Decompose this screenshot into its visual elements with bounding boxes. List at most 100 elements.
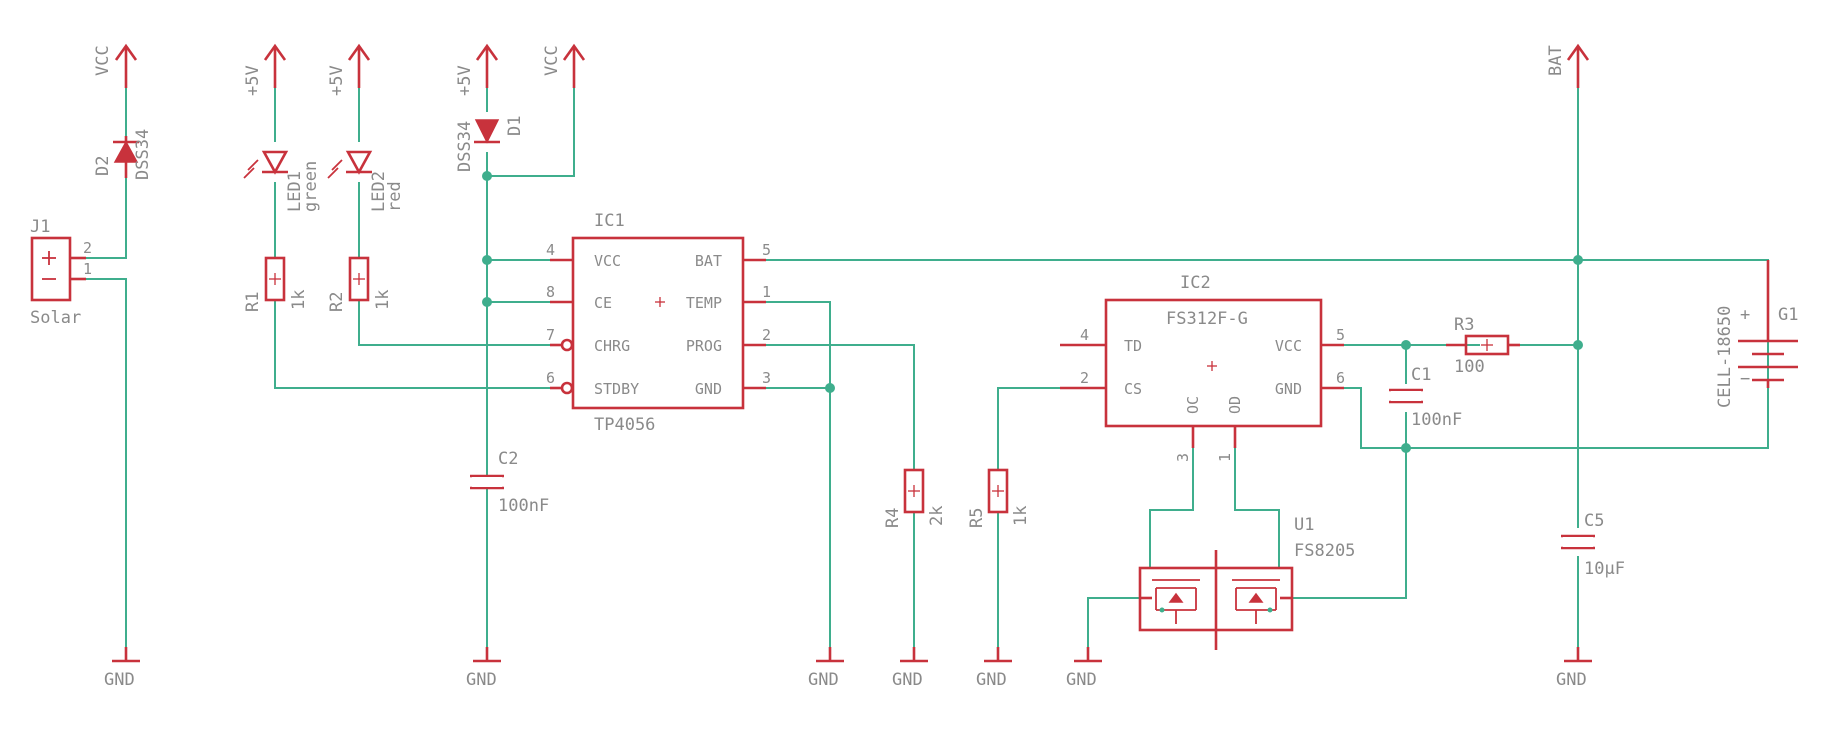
svg-text:2: 2 [762,326,771,344]
svg-text:LED1: LED1 [285,171,305,212]
gnd-symbol-5: GND [976,645,1014,690]
svg-text:8: 8 [546,283,555,301]
svg-text:6: 6 [1336,369,1345,387]
svg-text:R2: R2 [327,292,347,312]
svg-text:100: 100 [1454,357,1485,377]
svg-text:CE: CE [594,294,612,312]
svg-text:GND: GND [1275,380,1302,398]
ic-ic2: 4 2 TD CS 5 6 VCC GND 3 1 OC OD IC2 FS31… [1060,273,1345,462]
svg-text:OD: OD [1226,396,1244,414]
svg-text:5: 5 [762,241,771,259]
resistor-r4: R4 2k [883,468,947,528]
wires [86,88,1769,647]
svg-text:100nF: 100nF [498,496,549,516]
svg-text:GND: GND [1556,670,1587,690]
svg-text:VCC: VCC [1275,337,1302,355]
svg-text:1: 1 [1216,453,1234,462]
svg-text:+5V: +5V [243,65,263,96]
svg-text:4: 4 [546,241,555,259]
svg-text:1k: 1k [1011,506,1031,526]
svg-text:C5: C5 [1584,511,1604,531]
svg-text:PROG: PROG [686,337,722,355]
svg-text:6: 6 [546,369,555,387]
gnd-symbol-7: GND [1556,645,1594,690]
gnd-symbol-1: GND [104,645,142,690]
vcc-symbol-solar: VCC [93,44,138,90]
svg-text:1: 1 [83,260,92,278]
svg-text:VCC: VCC [542,45,562,76]
capacitor-c2: C2 100nF [470,449,549,516]
resistor-r2: R2 1k [327,256,393,312]
resistor-r3: R3 100 [1446,315,1520,377]
resistor-r1: R1 1k [243,256,309,312]
svg-text:Solar: Solar [30,308,81,328]
svg-text:100nF: 100nF [1411,410,1462,430]
svg-text:2: 2 [1080,369,1089,387]
svg-text:7: 7 [546,326,555,344]
svg-text:green: green [301,161,321,212]
svg-text:red: red [385,181,405,212]
svg-text:CS: CS [1124,380,1142,398]
svg-text:−: − [1740,369,1750,389]
svg-text:5: 5 [1336,326,1345,344]
svg-text:BAT: BAT [1546,45,1566,76]
svg-text:C1: C1 [1411,365,1431,385]
svg-text:1k: 1k [373,290,393,310]
svg-text:4: 4 [1080,326,1089,344]
resistor-r5: R5 1k [967,468,1031,528]
svg-text:U1: U1 [1294,515,1314,535]
svg-text:2: 2 [83,239,92,257]
svg-text:VCC: VCC [594,252,621,270]
svg-text:GND: GND [1066,670,1097,690]
capacitor-c1: C1 100nF [1389,365,1462,430]
svg-text:GND: GND [695,380,722,398]
svg-text:STDBY: STDBY [594,380,639,398]
svg-text:10µF: 10µF [1584,559,1625,579]
svg-text:GND: GND [104,670,135,690]
svg-text:R4: R4 [883,508,903,528]
p5v-symbol-led2: +5V [327,44,371,96]
vcc-symbol-ic: VCC [542,44,586,90]
gnd-symbol-4: GND [892,645,930,690]
svg-text:C2: C2 [498,449,518,469]
svg-text:CHRG: CHRG [594,337,630,355]
svg-text:R1: R1 [243,292,263,312]
svg-text:+5V: +5V [455,65,475,96]
svg-text:CELL-18650: CELL-18650 [1715,306,1735,408]
svg-text:G1: G1 [1778,305,1798,325]
svg-text:+: + [1740,305,1750,325]
svg-text:GND: GND [892,670,923,690]
svg-text:DSS34: DSS34 [133,129,153,180]
svg-text:+5V: +5V [327,65,347,96]
svg-text:R3: R3 [1454,315,1474,335]
svg-text:GND: GND [976,670,1007,690]
bat-symbol: BAT [1546,44,1590,90]
svg-text:R5: R5 [967,508,987,528]
junctions [482,171,1583,453]
svg-text:2k: 2k [927,506,947,526]
gnd-symbol-6: GND [1066,645,1104,690]
svg-text:D1: D1 [505,116,525,136]
gnd-symbol-2: GND [466,645,503,690]
ic-ic1: 4 8 7 6 VCC CE CHRG STDBY 5 1 2 3 BAT TE… [546,211,771,435]
capacitor-c5: C5 10µF [1561,511,1625,579]
svg-text:IC1: IC1 [594,211,625,231]
led-led1: LED1 green [243,150,321,212]
diode-d2: D2 DSS34 [93,129,153,180]
mosfet-array-u1: U1 FS8205 [1138,515,1355,650]
svg-text:OC: OC [1184,396,1202,414]
svg-text:D2: D2 [93,156,113,176]
svg-text:J1: J1 [30,217,50,237]
svg-text:FS312F-G: FS312F-G [1166,309,1248,329]
svg-text:FS8205: FS8205 [1294,541,1355,561]
svg-text:IC2: IC2 [1180,273,1211,293]
svg-text:3: 3 [762,369,771,387]
connector-j1: 2 1 J1 Solar [30,217,92,328]
gnd-symbol-3: GND [808,645,846,690]
svg-text:3: 3 [1174,453,1192,462]
svg-text:VCC: VCC [93,45,113,76]
battery-g1: + − G1 CELL-18650 [1715,260,1798,408]
svg-text:DSS34: DSS34 [455,121,475,172]
diode-d1: D1 DSS34 [455,116,525,172]
